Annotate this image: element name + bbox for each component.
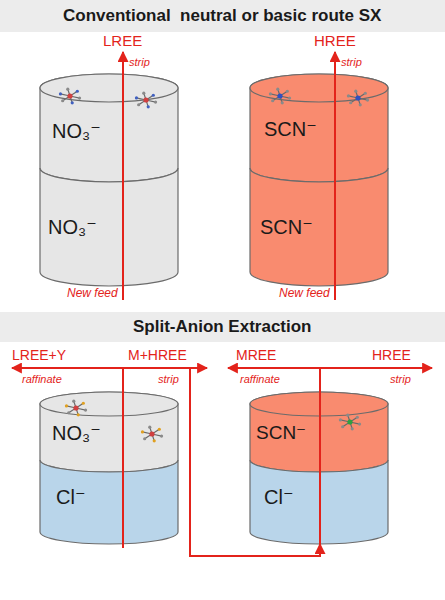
section-heading: Conventional neutral or basic route SX <box>0 0 445 32</box>
section-heading: Split-Anion Extraction <box>0 312 445 342</box>
anion-label: SCN⁻ <box>260 216 313 239</box>
stream-note: strip <box>390 373 411 386</box>
raffinate-arrow <box>12 367 123 369</box>
organic-phase: SCN⁻ <box>250 392 388 472</box>
heading-text: Split-Anion Extraction <box>133 317 312 337</box>
feed-label: New feed <box>67 287 118 301</box>
aqueous-phase: NO₃⁻ <box>40 154 178 286</box>
stream-note: strip <box>129 56 150 69</box>
stream-name: HREE <box>314 32 356 49</box>
feed-arrow <box>334 52 336 300</box>
feed-label: New feed <box>279 287 330 301</box>
complex-molecule <box>135 92 157 109</box>
organic-phase: NO₃⁻ <box>40 74 178 182</box>
heading-text: Conventional neutral or basic route SX <box>63 6 381 26</box>
anion-label: NO₃⁻ <box>52 120 101 143</box>
stream-name: LREE <box>103 32 142 49</box>
complex-molecule <box>339 414 361 431</box>
anion-label: NO₃⁻ <box>48 216 97 239</box>
anion-label: SCN⁻ <box>264 118 317 141</box>
flow-line <box>319 368 321 544</box>
stream-note: raffinate <box>22 373 62 386</box>
anion-label: Cl⁻ <box>56 486 85 509</box>
strip-arrow <box>320 367 432 369</box>
flow-line <box>122 368 124 548</box>
complex-molecule <box>59 88 81 105</box>
complex-molecule <box>269 88 291 105</box>
stream-name: HREE <box>372 347 411 363</box>
organic-phase: NO₃⁻ <box>40 392 178 472</box>
stream-note: strip <box>158 373 179 386</box>
complex-molecule <box>65 400 87 417</box>
stream-name: M+HREE <box>128 347 187 363</box>
aqueous-phase: SCN⁻ <box>250 154 388 286</box>
stream-name: LREE+Y <box>12 347 66 363</box>
aqueous-phase: Cl⁻ <box>250 448 388 544</box>
stream-name: MREE <box>236 347 276 363</box>
raffinate-arrow <box>228 367 320 369</box>
feed-arrow <box>122 52 124 300</box>
complex-molecule <box>141 426 163 443</box>
anion-label: Cl⁻ <box>264 486 293 509</box>
complex-molecule <box>347 90 369 107</box>
anion-label: SCN⁻ <box>256 422 306 444</box>
stream-note: strip <box>341 56 362 69</box>
organic-phase: SCN⁻ <box>250 74 388 182</box>
anion-label: NO₃⁻ <box>52 422 101 445</box>
aqueous-phase: Cl⁻ <box>40 448 178 544</box>
stream-note: raffinate <box>240 373 280 386</box>
